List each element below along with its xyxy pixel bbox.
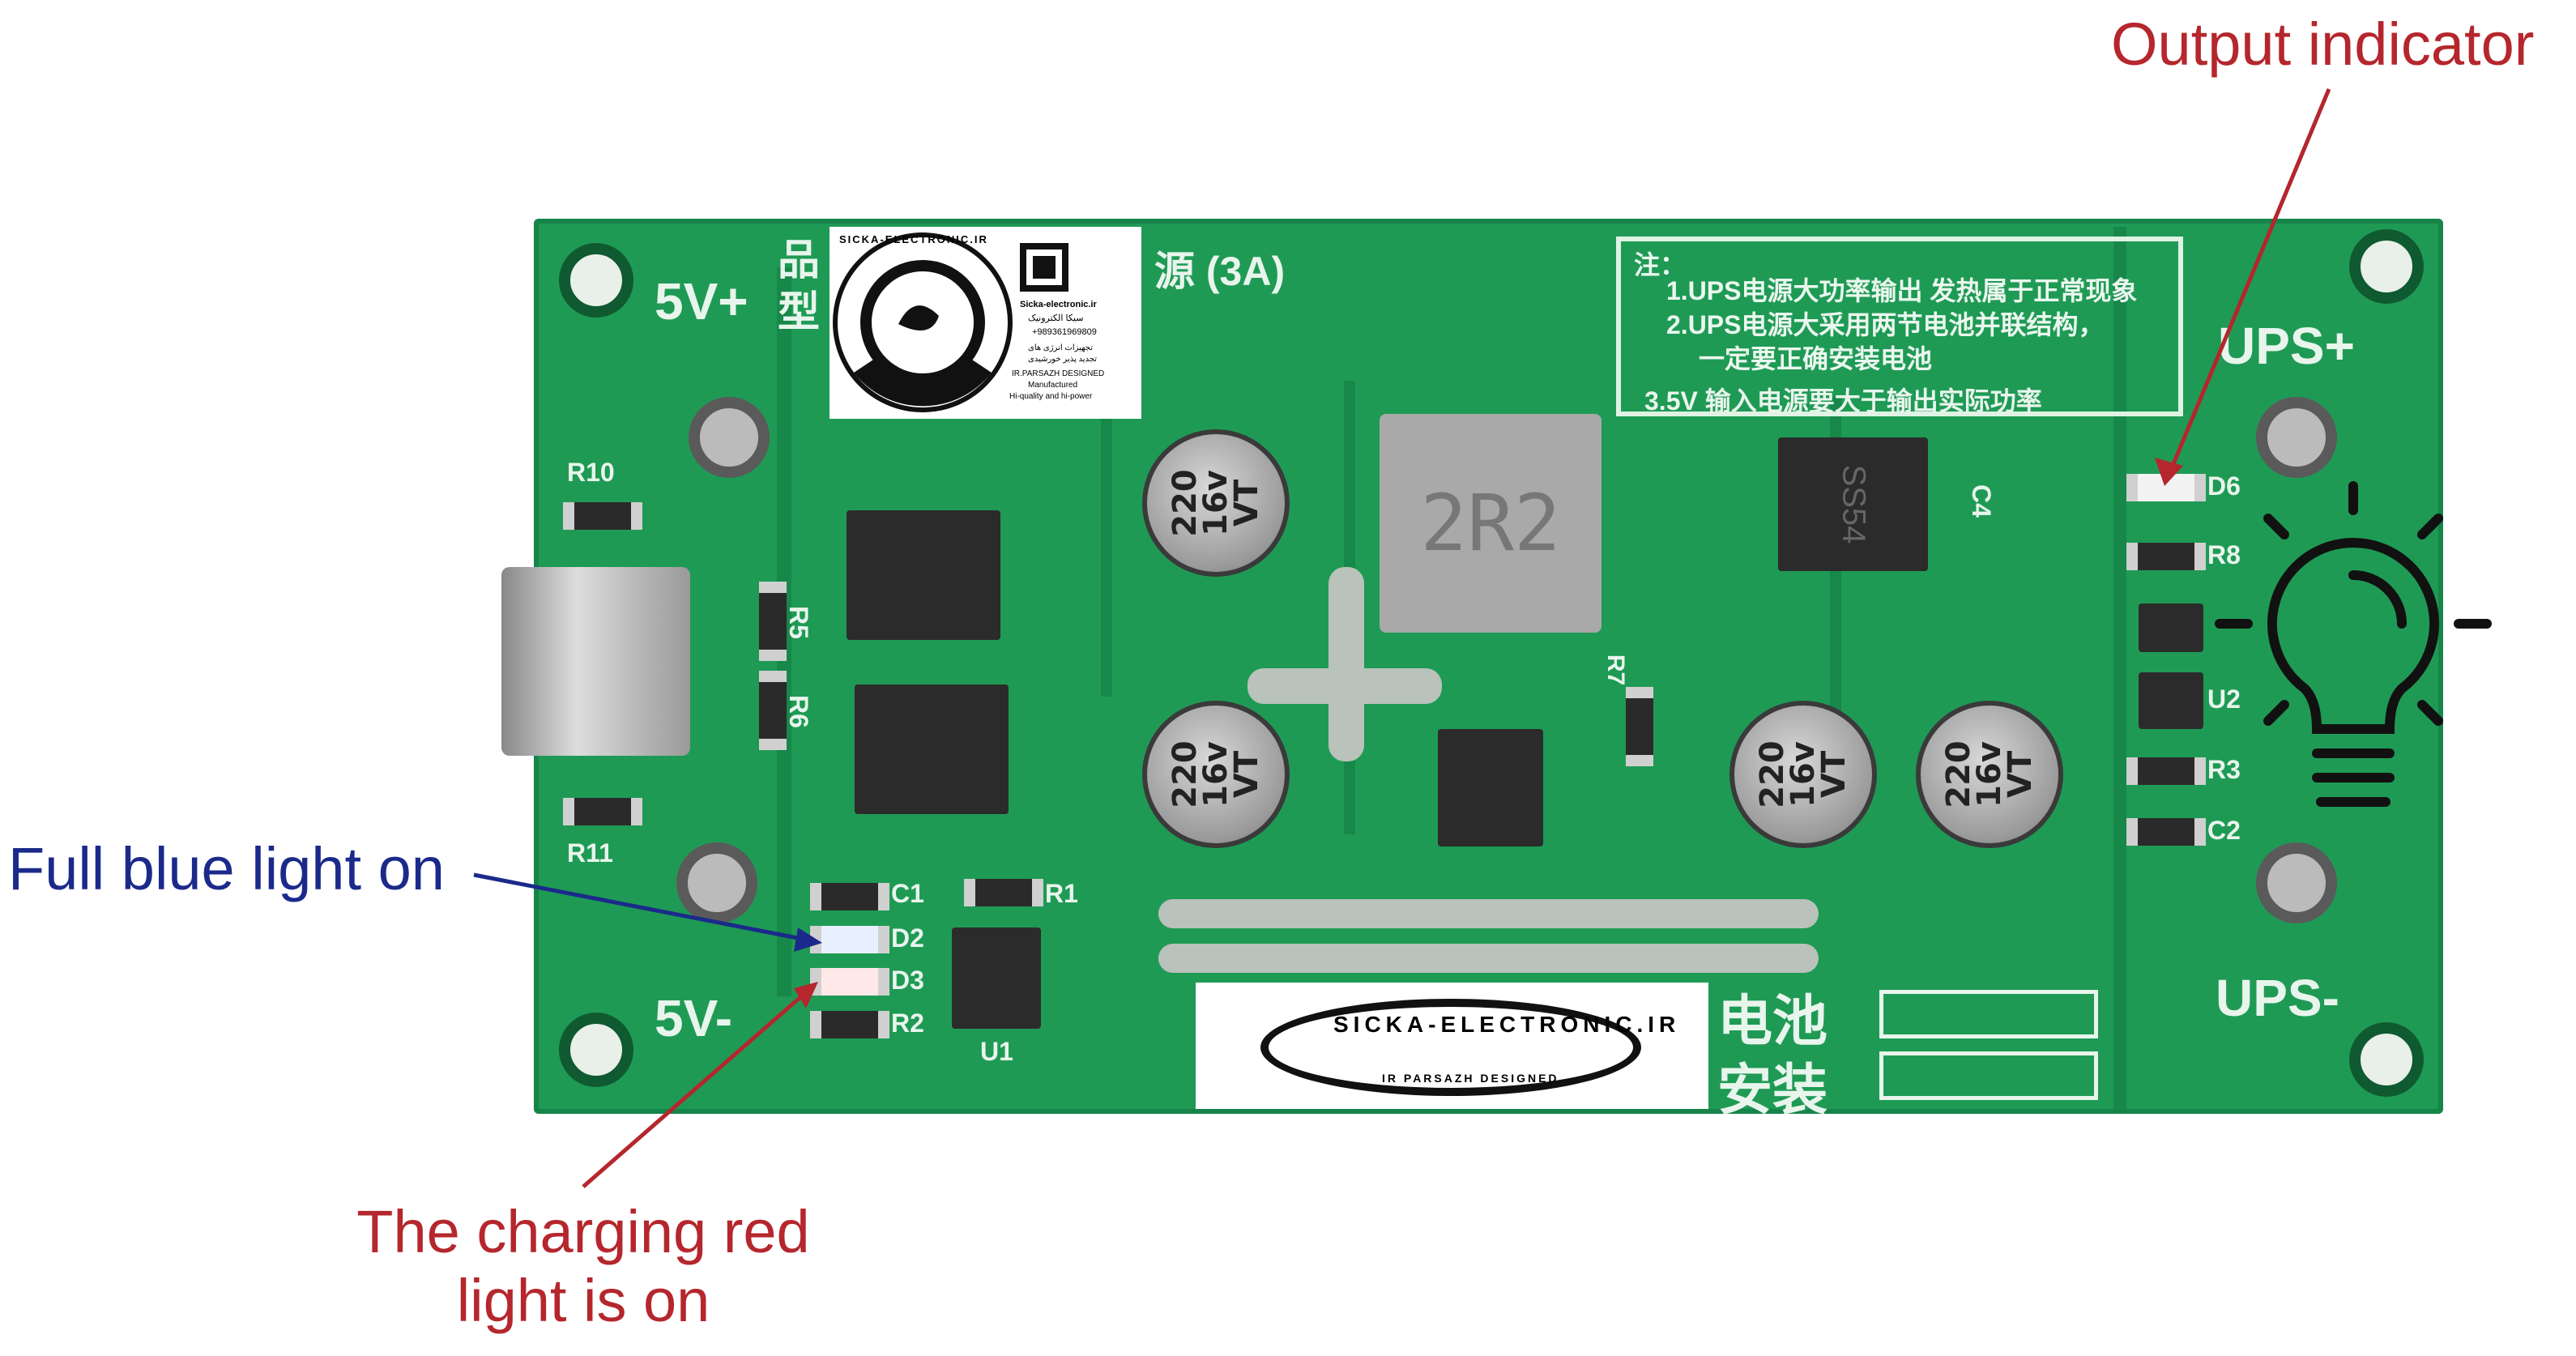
usb-c-port: [501, 567, 690, 756]
logo-quality: Hi-quality and hi-power: [1009, 392, 1093, 401]
notes-line: 3.5V 输入电源要大于输出实际功率: [1644, 386, 2042, 416]
designator: D2: [891, 923, 924, 953]
designator: R1: [1045, 879, 1078, 908]
mounting-hole: [559, 1013, 633, 1087]
resistor-r11: [563, 798, 642, 825]
controller-ic: [1438, 729, 1543, 846]
label-ups-plus: UPS+: [2218, 317, 2355, 375]
logo-designed: IR.PARSAZH DESIGNED: [1012, 369, 1105, 378]
designator: R10: [567, 458, 615, 487]
logo-ring-text: SICKA-ELECTRONIC.IR: [1333, 1012, 1681, 1037]
battery-label: 安装: [1717, 1060, 1828, 1121]
battery-polarity-box: [1879, 990, 2098, 1038]
resistor-r10: [563, 502, 642, 530]
capacitor-c2: [2126, 818, 2206, 846]
designator: R2: [891, 1008, 924, 1038]
solder-strip: [1158, 899, 1819, 928]
designator: U2: [2207, 684, 2241, 714]
led-d2-blue: [810, 926, 889, 953]
sicka-logo-top: Sicka-electronic.ir سیکا الکترونیک +9893…: [830, 227, 1141, 419]
led-d3-red: [810, 968, 889, 996]
notes-line: 2.UPS电源大采用两节电池并联结构，: [1666, 310, 2105, 339]
logo-website: Sicka-electronic.ir: [1020, 300, 1097, 309]
callout-charging-red-light: The charging red light is on: [340, 1197, 826, 1335]
logo-subtext: IR PARSAZH DESIGNED: [1382, 1072, 1559, 1085]
designator: D6: [2207, 471, 2241, 501]
arrow-charging-red-light: [582, 982, 818, 1188]
sicka-logo-bottom: SICKA-ELECTRONIC.IR IR PARSAZH DESIGNED: [1196, 983, 1708, 1109]
transistor: [2139, 603, 2203, 652]
electrolytic-capacitor: 220 16v VT: [1142, 701, 1290, 848]
lightbulb-icon: [2215, 481, 2492, 807]
resistor-r1: [964, 879, 1043, 906]
callout-line: light is on: [456, 1267, 710, 1334]
inductor: 2R2: [1380, 414, 1601, 633]
inductor-marking: 2R2: [1420, 478, 1561, 569]
capacitor-c1: [810, 883, 889, 910]
logo-manufactured: Manufactured: [1028, 381, 1078, 390]
logo-tagline: تجدید پذیر خورشیدی: [1028, 355, 1098, 364]
solder-strip: [1329, 567, 1364, 761]
logo-ring-text: SICKA-ELECTRONIC.IR: [839, 233, 988, 245]
board-title-right: 源 (3A): [1154, 249, 1286, 294]
designator: C2: [2207, 816, 2241, 845]
designator: R11: [567, 838, 613, 868]
label-5v-plus: 5V+: [655, 272, 748, 330]
designator: R3: [2207, 755, 2241, 784]
logo-name-fa: سیکا الکترونیک: [1028, 313, 1084, 323]
sicka-logo-emblem: [833, 232, 1068, 412]
logo-tagline: تجهیزات انرژی های: [1028, 343, 1094, 352]
callout-line: The charging red: [356, 1198, 810, 1265]
electrolytic-capacitor: 220 16v VT: [1729, 701, 1877, 848]
designator: C1: [891, 879, 924, 908]
designator: U1: [980, 1037, 1013, 1066]
resistor-r3: [2126, 757, 2206, 785]
battery-label: 电池: [1717, 991, 1828, 1052]
arrow-output-indicator: [2155, 88, 2331, 486]
electrolytic-capacitor: 220 16v VT: [1142, 429, 1290, 577]
callout-full-blue-light: Full blue light on: [8, 835, 445, 902]
transistor-u2: [2139, 672, 2203, 729]
designator: D3: [891, 966, 924, 995]
designator: R8: [2207, 540, 2241, 569]
schottky-diode: SS54: [1778, 437, 1928, 571]
battery-polarity-box: [1879, 1051, 2098, 1100]
mosfet: [847, 510, 1000, 640]
logo-phone: +989361969809: [1032, 327, 1097, 337]
charger-ic-u1: [952, 927, 1041, 1029]
mosfet: [855, 684, 1009, 814]
notes-line: 一定要正确安装电池: [1699, 344, 1933, 373]
electrolytic-capacitor: 220 16v VT: [1916, 701, 2063, 848]
resistor-r8: [2126, 543, 2206, 570]
label-ups-minus: UPS-: [2216, 969, 2339, 1027]
led-d6-output: [2126, 474, 2206, 501]
label-5v-minus: 5V-: [655, 989, 733, 1047]
arrow-full-blue-light: [473, 872, 822, 952]
callout-output-indicator: Output indicator: [2111, 11, 2535, 78]
notes-line: 1.UPS电源大功率输出 发热属于正常现象: [1666, 276, 2138, 305]
solder-strip: [1158, 944, 1819, 973]
notes-box: 注： 1.UPS电源大功率输出 发热属于正常现象 2.UPS电源大采用两节电池并…: [1616, 237, 2183, 416]
resistor-r2: [810, 1011, 889, 1038]
pcb-trace: [2113, 227, 2126, 1110]
board-title-left: 品 型: [778, 237, 821, 336]
notes-heading: 注：: [1634, 250, 1687, 279]
solder-strip: [1247, 668, 1442, 704]
